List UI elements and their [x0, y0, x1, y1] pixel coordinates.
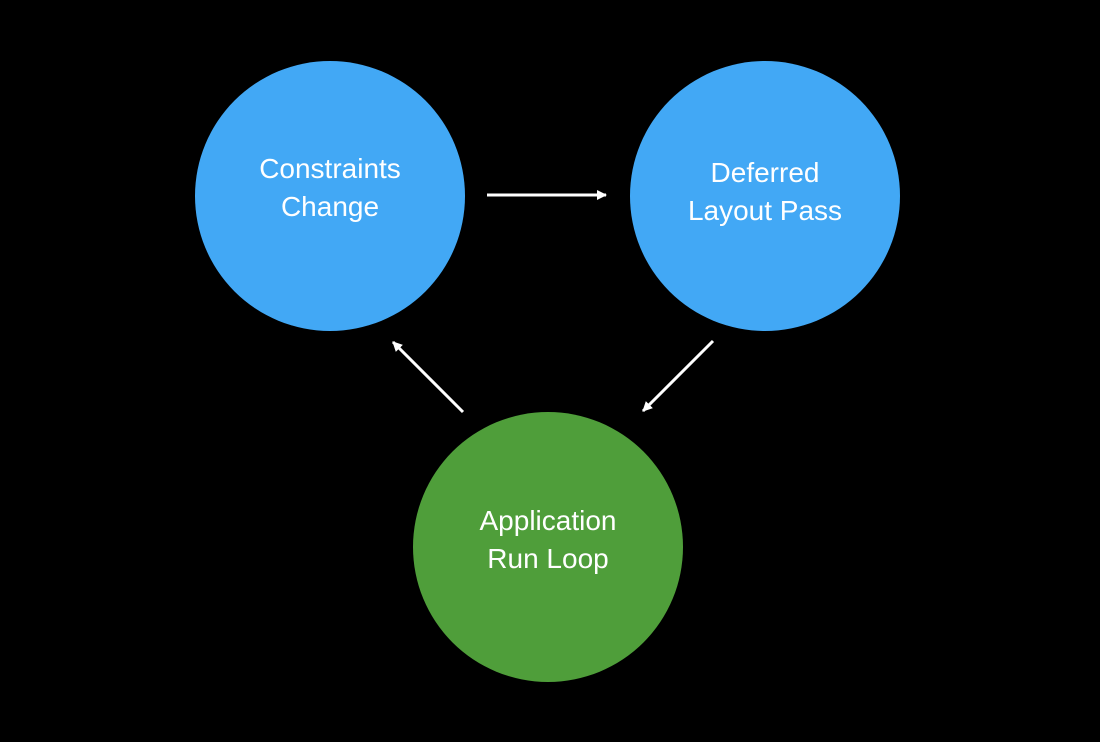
node-label-line: Layout Pass — [687, 195, 843, 226]
node-label-line: Run Loop — [487, 543, 609, 574]
node-deferred-layout-pass: Deferred Layout Pass — [630, 61, 900, 331]
node-label-line: Application — [479, 505, 617, 536]
node-application-run-loop: Application Run Loop — [413, 412, 683, 682]
node-label-line: Deferred — [710, 157, 820, 188]
node-label-line: Change — [280, 191, 380, 222]
node-constraints-change: Constraints Change — [195, 61, 465, 331]
node-label-line: Constraints — [259, 153, 401, 184]
arrow-runloop-to-constraints — [391, 340, 465, 414]
arrow-deferred-to-runloop — [641, 339, 715, 413]
